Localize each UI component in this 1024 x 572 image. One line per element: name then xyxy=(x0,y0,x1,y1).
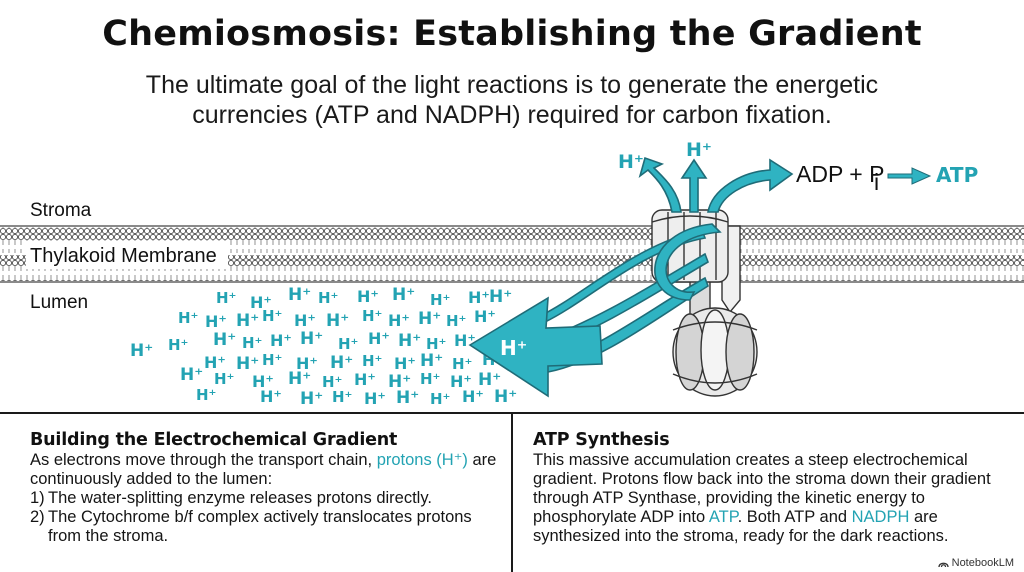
stroma-proton-left: H⁺ xyxy=(618,151,644,173)
lumen-proton: H⁺ xyxy=(322,373,342,391)
gradient-panel: Building the Electrochemical Gradient As… xyxy=(30,430,500,546)
membrane-label-bg xyxy=(26,241,228,269)
big-arrow-proton-label: H⁺ xyxy=(500,336,527,360)
gradient-intro: As electrons move through the transport … xyxy=(30,451,497,488)
lumen-proton: H⁺ xyxy=(196,386,216,404)
nadph-term: NADPH xyxy=(851,508,910,526)
list-item: 2)The Cytochrome b/f complex actively tr… xyxy=(30,508,472,545)
lumen-proton: H⁺ xyxy=(332,388,352,406)
lumen-proton: H⁺ xyxy=(420,351,443,371)
equation-subscript: i xyxy=(874,169,879,195)
lumen-proton: H⁺ xyxy=(452,355,472,373)
lumen-proton: H⁺ xyxy=(362,352,382,370)
lumen-proton: H⁺ xyxy=(236,354,259,374)
lumen-proton: H⁺ xyxy=(394,354,416,373)
lumen-proton: H⁺ xyxy=(300,329,323,349)
equation-adp: ADP + P xyxy=(796,161,884,187)
lumen-proton: H⁺ xyxy=(296,354,318,373)
lumen-proton: H⁺ xyxy=(338,335,358,353)
lumen-proton: H⁺ xyxy=(357,287,379,306)
lumen-proton: H⁺ xyxy=(330,353,353,373)
lumen-proton: H⁺ xyxy=(388,311,410,330)
lumen-proton: H⁺ xyxy=(468,288,490,307)
lumen-proton: H⁺ xyxy=(450,372,472,391)
equation-atp: ATP xyxy=(936,163,978,187)
lumen-proton: H⁺ xyxy=(300,389,323,409)
vertical-divider xyxy=(511,412,513,572)
equation-arrow xyxy=(887,167,932,185)
lumen-proton: H⁺ xyxy=(446,312,466,330)
lumen-proton: H⁺ xyxy=(396,388,419,408)
lumen-proton: H⁺ xyxy=(474,307,496,326)
stroma-label: Stroma xyxy=(30,200,92,221)
lumen-proton: H⁺ xyxy=(388,372,411,392)
lumen-proton: H⁺ xyxy=(478,370,501,390)
atp-equation: ADP + P i ATP xyxy=(796,161,978,195)
stroma-proton-top: H⁺ xyxy=(686,139,712,161)
lumen-proton: H⁺ xyxy=(213,330,236,350)
lumen-proton: H⁺ xyxy=(214,370,234,388)
atp-synthase xyxy=(651,209,758,397)
stroma-release-arrows xyxy=(638,156,794,301)
lumen-proton: H⁺ xyxy=(270,331,292,350)
lumen-proton: H⁺ xyxy=(260,387,282,406)
chemiosmosis-diagram: Stroma Thylakoid Membrane Lumen H⁺H⁺H⁺H⁺… xyxy=(0,139,1024,409)
atp-synthesis-panel: ATP Synthesis This massive accumulation … xyxy=(533,430,1003,546)
lumen-proton: H⁺ xyxy=(420,370,440,388)
lumen-proton: H⁺ xyxy=(168,336,188,354)
lumen-proton: H⁺ xyxy=(294,311,316,330)
lumen-proton: H⁺ xyxy=(430,390,450,408)
lumen-proton: H⁺ xyxy=(392,285,415,305)
membrane-label: Thylakoid Membrane xyxy=(30,245,217,267)
lumen-proton: H⁺ xyxy=(398,331,421,351)
lumen-proton: H⁺ xyxy=(236,311,259,331)
lumen-proton: H⁺ xyxy=(368,329,390,348)
lumen-proton: H⁺ xyxy=(180,365,203,385)
page-title: Chemiosmosis: Establishing the Gradient xyxy=(102,14,922,54)
atp-synthesis-text: This massive accumulation creates a stee… xyxy=(533,451,991,545)
lumen-proton: H⁺ xyxy=(494,387,517,407)
lumen-proton: H⁺ xyxy=(462,387,484,406)
lumen-proton: H⁺ xyxy=(250,293,272,312)
lumen-proton: H⁺ xyxy=(326,311,349,331)
lumen-proton: H⁺ xyxy=(354,370,376,389)
lumen-proton: H⁺ xyxy=(418,309,441,329)
lumen-proton: H⁺ xyxy=(130,341,153,361)
protons-term: protons (H⁺) xyxy=(376,451,468,469)
lumen-proton: H⁺ xyxy=(430,291,450,309)
lumen-proton: H⁺ xyxy=(262,307,282,325)
page-subtitle: The ultimate goal of the light reactions… xyxy=(145,71,879,129)
lumen-proton: H⁺ xyxy=(489,287,512,307)
lumen-proton: H⁺ xyxy=(288,369,311,389)
lumen-proton-cloud: H⁺H⁺H⁺H⁺H⁺H⁺H⁺H⁺H⁺H⁺H⁺H⁺H⁺H⁺H⁺H⁺H⁺H⁺H⁺H⁺… xyxy=(130,285,517,409)
lumen-proton: H⁺ xyxy=(362,307,382,325)
lumen-proton: H⁺ xyxy=(178,309,198,327)
gradient-steps: 1)The water-splitting enzyme releases pr… xyxy=(30,489,500,546)
lumen-proton: H⁺ xyxy=(205,312,227,331)
lumen-proton: H⁺ xyxy=(252,372,274,391)
lumen-proton: H⁺ xyxy=(288,285,311,305)
lumen-proton: H⁺ xyxy=(216,289,236,307)
atp-term: ATP xyxy=(708,508,738,526)
lumen-proton: H⁺ xyxy=(262,351,282,369)
lumen-proton: H⁺ xyxy=(242,334,262,352)
lumen-proton: H⁺ xyxy=(318,289,338,307)
list-item: 1)The water-splitting enzyme releases pr… xyxy=(30,489,432,507)
notebooklm-logo-icon xyxy=(937,562,949,567)
atp-synthesis-heading: ATP Synthesis xyxy=(533,430,670,450)
lumen-proton: H⁺ xyxy=(426,335,446,353)
gradient-heading: Building the Electrochemical Gradient xyxy=(30,430,398,450)
lumen-label: Lumen xyxy=(30,292,88,313)
watermark: NotebookLM xyxy=(937,557,1014,569)
lumen-proton: H⁺ xyxy=(204,353,226,372)
lumen-proton: H⁺ xyxy=(364,389,386,408)
